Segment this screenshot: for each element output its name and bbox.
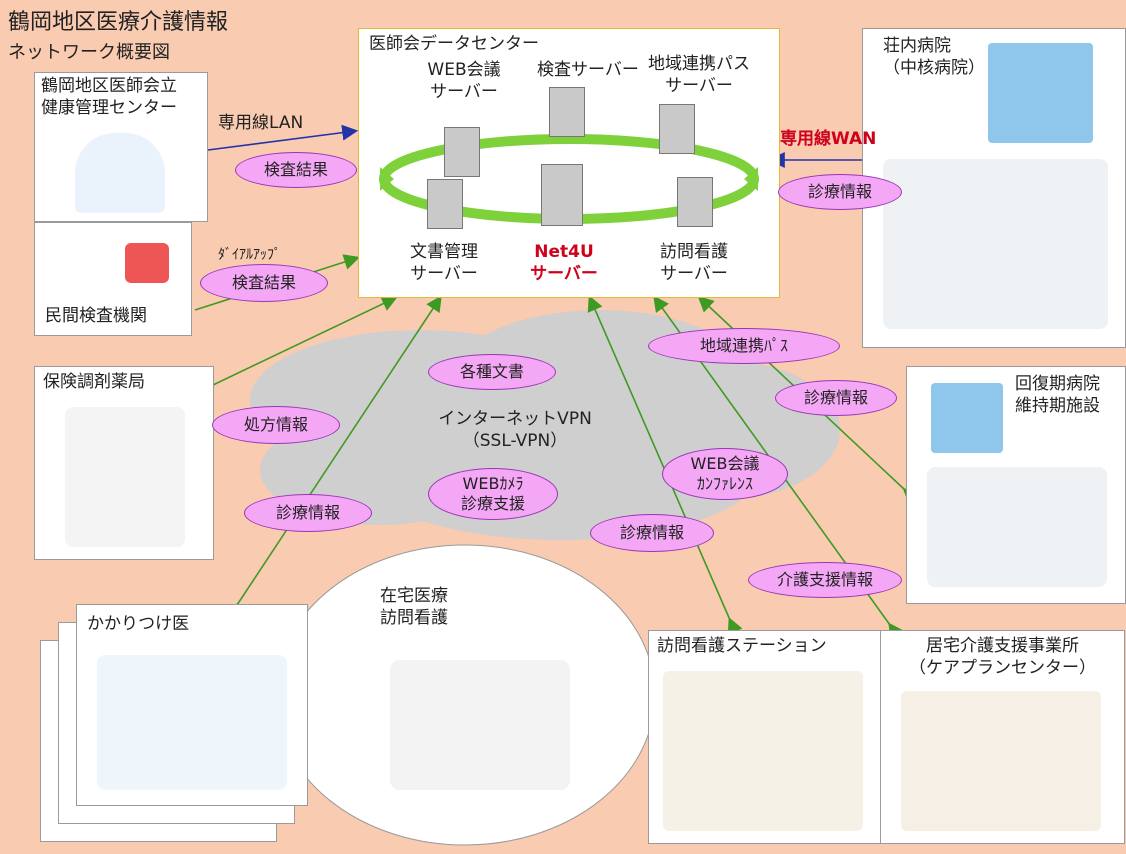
health-center-box: 鶴岡地区医師会立 健康管理センター xyxy=(34,72,208,222)
recovery-hospital-label: 回復期病院 維持期施設 xyxy=(1015,374,1100,416)
wan-label: 専用線WAN xyxy=(780,129,877,149)
patient-bed-illustration xyxy=(927,467,1107,587)
doc-server-icon xyxy=(427,179,463,229)
doctor-illustration xyxy=(75,133,165,213)
pill-shinryo-doctor: 診療情報 xyxy=(244,494,372,532)
pill-shinryo-shonai: 診療情報 xyxy=(778,174,902,210)
pharmacy-box: 保険調剤薬局 xyxy=(34,366,214,560)
consultation-illustration xyxy=(97,655,287,790)
home-care-label: 在宅医療 訪問看護 xyxy=(380,586,448,628)
home-care-illustration xyxy=(390,660,570,790)
health-center-label: 鶴岡地区医師会立 健康管理センター xyxy=(41,76,177,118)
lan-arrow xyxy=(207,124,359,151)
pill-webconf: WEB会議 ｶﾝﾌｧﾚﾝｽ xyxy=(662,448,788,500)
visiting-station-box: 訪問看護ステーション xyxy=(648,630,882,844)
care-office-label: 居宅介護支援事業所 （ケアプランセンター） xyxy=(909,636,1096,678)
station-illustration xyxy=(663,671,863,831)
recovery-building-icon xyxy=(931,383,1003,453)
pill-kaigo: 介護支援情報 xyxy=(748,562,902,598)
pill-shoho: 処方情報 xyxy=(212,406,340,444)
path-server-label: 地域連携パス サーバー xyxy=(648,54,750,96)
pill-kensa-lan: 検査結果 xyxy=(235,152,357,188)
diagram-subtitle: ネットワーク概要図 xyxy=(8,42,170,63)
pill-shinryo-recovery: 診療情報 xyxy=(775,380,897,416)
pill-kakushu: 各種文書 xyxy=(428,354,556,390)
dialup-label: ﾀﾞｲｱﾙｱｯﾌﾟ xyxy=(218,247,281,263)
web-server-icon xyxy=(444,127,480,177)
exam-server-icon xyxy=(549,87,585,137)
doc-server-label: 文書管理 サーバー xyxy=(410,242,478,284)
net4u-server-icon xyxy=(541,164,583,226)
nursing-server-icon xyxy=(677,177,713,227)
pharmacist-illustration xyxy=(65,407,185,547)
care-office-box: 居宅介護支援事業所 （ケアプランセンター） xyxy=(880,630,1125,844)
visiting-station-label: 訪問看護ステーション xyxy=(657,636,827,656)
test-tube-icon xyxy=(125,243,169,283)
family-doctor-box: かかりつけ医 xyxy=(76,604,308,806)
nursing-server-label: 訪問看護 サーバー xyxy=(660,242,728,284)
lan-label: 専用線LAN xyxy=(218,113,304,133)
exam-server-label: 検査サーバー xyxy=(537,60,639,80)
family-doctor-label: かかりつけ医 xyxy=(87,614,190,634)
recovery-hospital-box: 回復期病院 維持期施設 xyxy=(906,366,1126,604)
diagram-title: 鶴岡地区医療介護情報 xyxy=(8,10,229,35)
data-center-box: 医師会データセンター WEB会議 サーバー 検査サーバー 地域連携パス サーバー… xyxy=(358,28,780,298)
vpn-title: インターネットVPN xyxy=(438,409,592,429)
shonai-hospital-box: 荘内病院 （中核病院） xyxy=(862,28,1126,348)
shonai-hospital-label: 荘内病院 （中核病院） xyxy=(883,36,985,78)
pill-chiiki-path: 地域連携ﾊﾟｽ xyxy=(648,328,840,364)
mri-illustration xyxy=(883,159,1108,329)
web-server-label: WEB会議 サーバー xyxy=(427,60,501,102)
doctor-arrow xyxy=(223,295,442,621)
private-lab-label: 民間検査機関 xyxy=(45,306,147,326)
care-illustration xyxy=(901,691,1101,831)
vpn-subtitle: （SSL-VPN） xyxy=(462,431,568,451)
pill-webcam: WEBｶﾒﾗ 診療支援 xyxy=(428,468,558,520)
pharmacy-label: 保険調剤薬局 xyxy=(43,372,145,392)
path-server-icon xyxy=(659,104,695,154)
net4u-server-label: Net4U サーバー xyxy=(530,242,598,284)
pill-shinryo-station: 診療情報 xyxy=(590,514,714,552)
hospital-building-icon xyxy=(988,43,1093,143)
private-lab-box: 民間検査機関 xyxy=(34,222,192,336)
pill-kensa-dialup: 検査結果 xyxy=(200,264,328,302)
data-center-title: 医師会データセンター xyxy=(369,34,539,54)
